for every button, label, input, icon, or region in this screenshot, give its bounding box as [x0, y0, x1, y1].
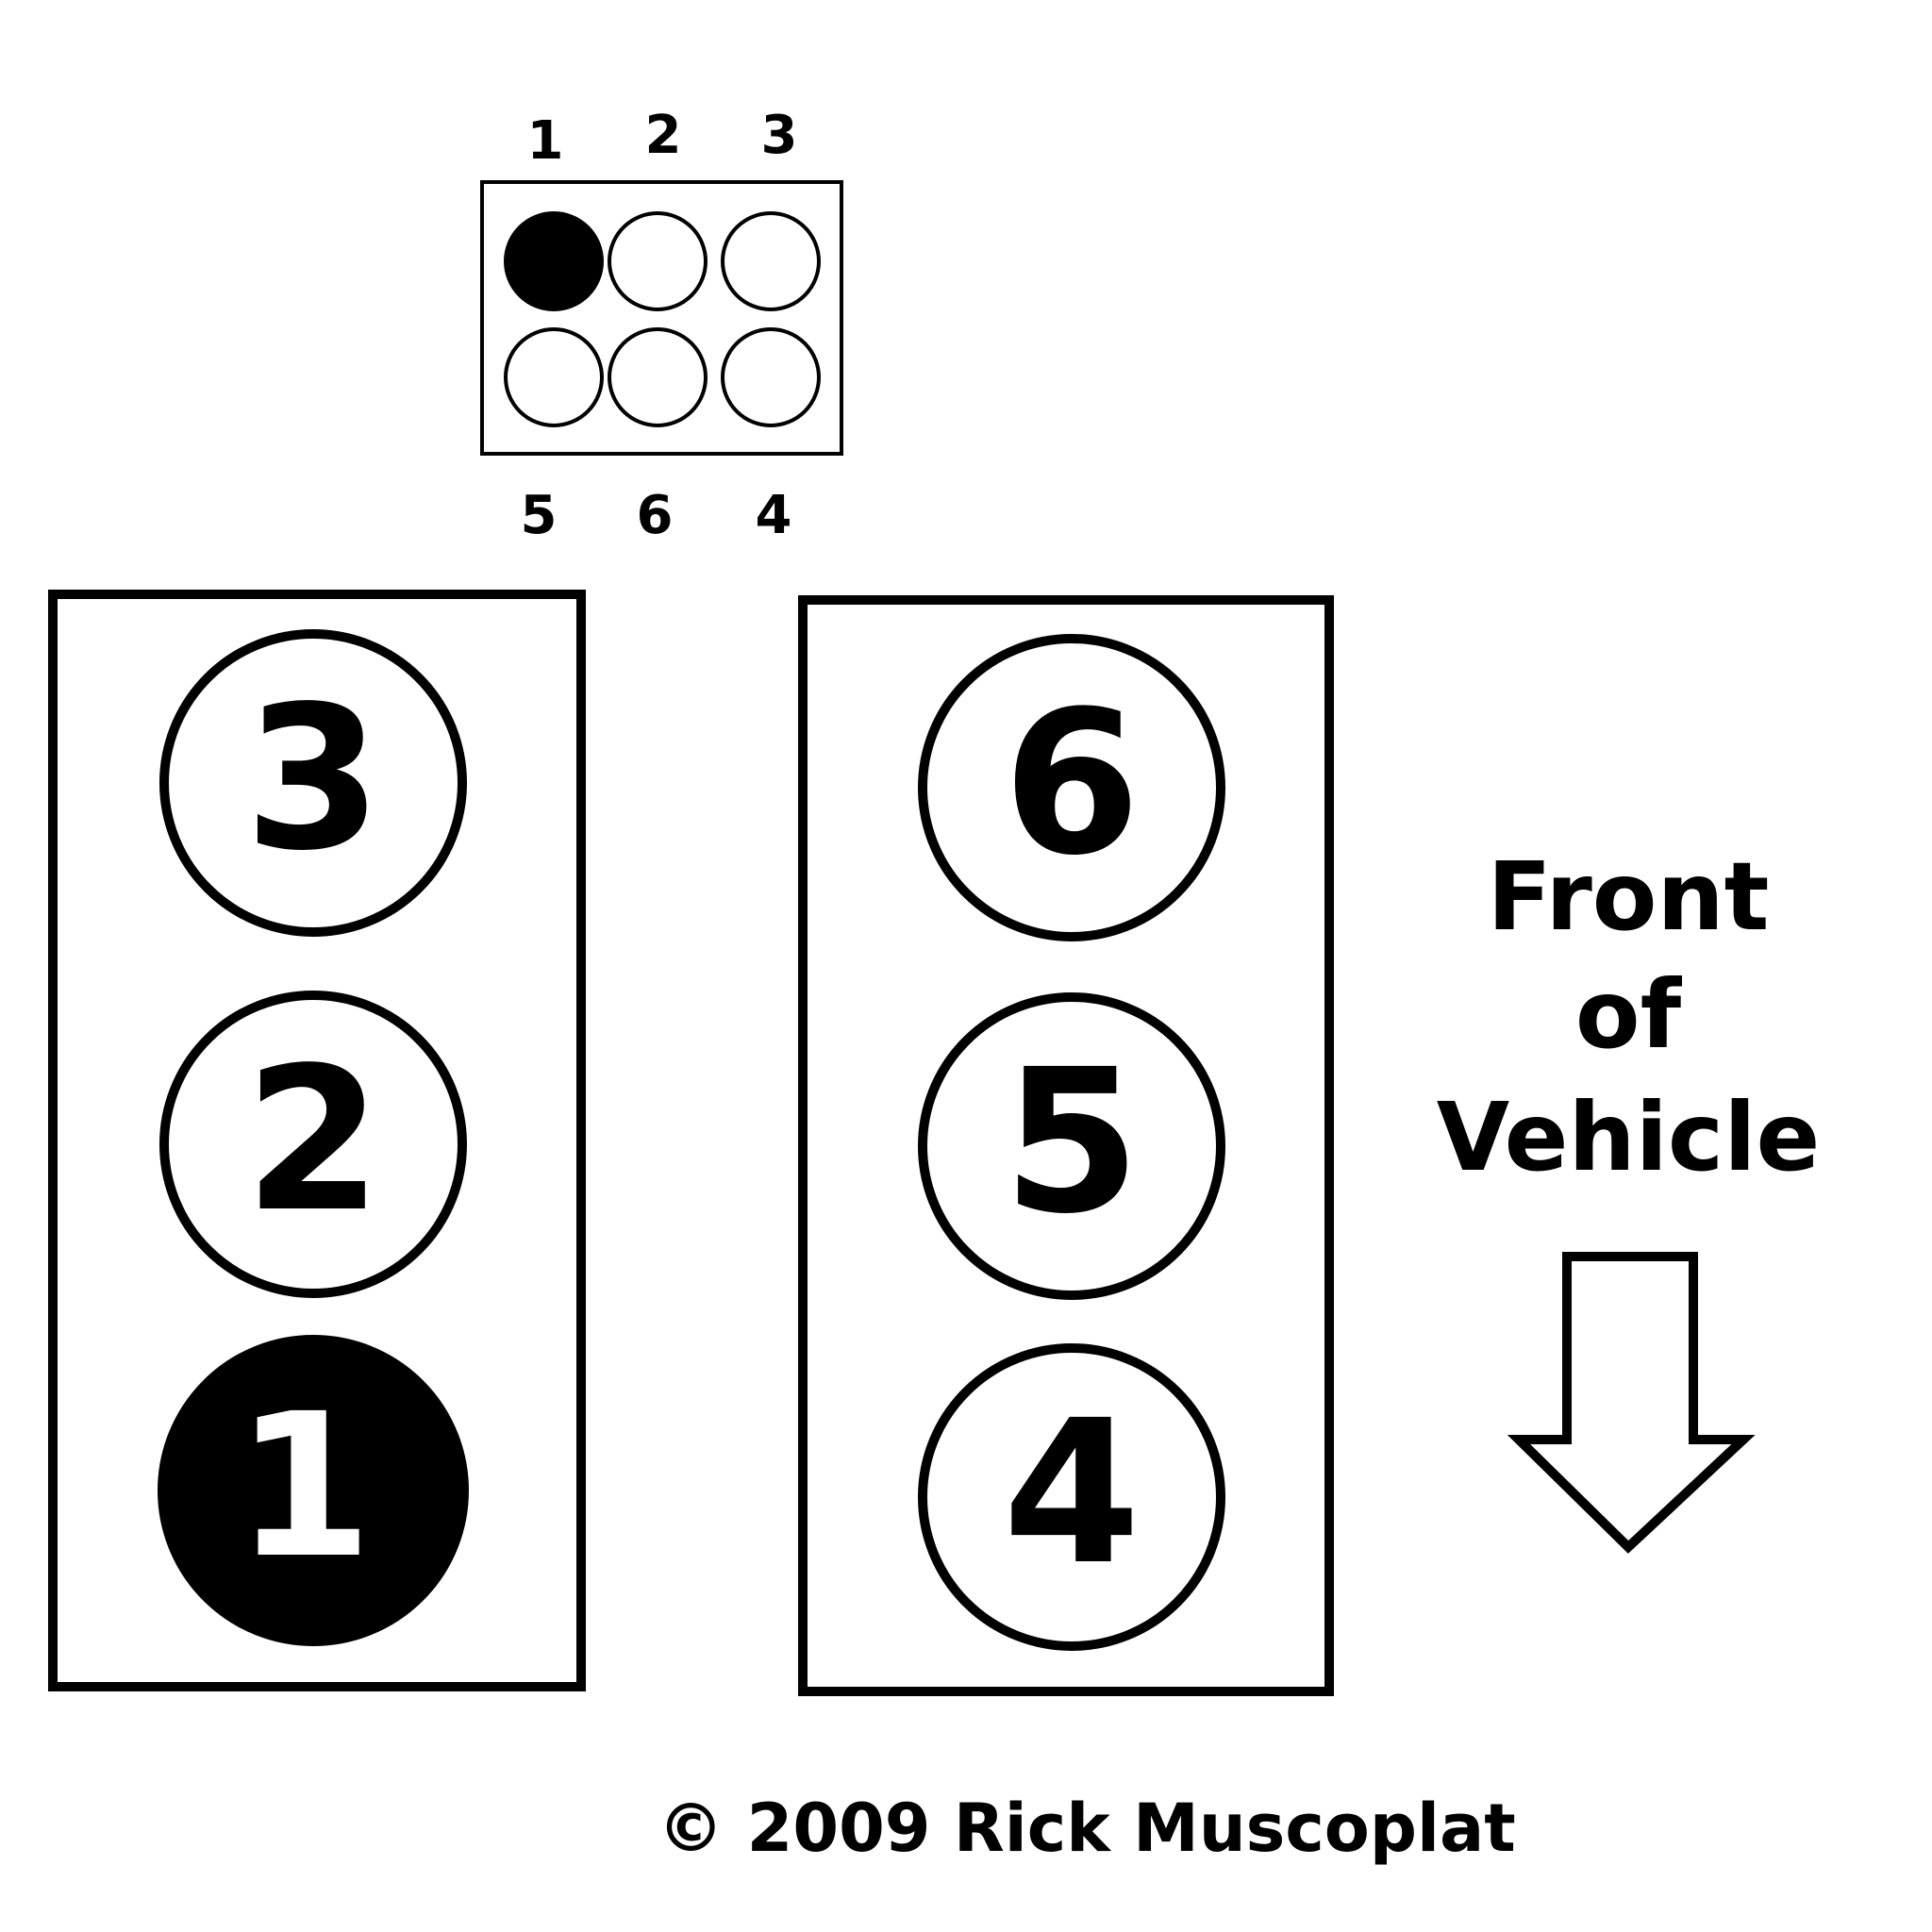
front-label-line-2: of — [1575, 959, 1683, 1070]
cylinder-2 — [159, 991, 467, 1298]
right-bank-outline — [798, 595, 1334, 1696]
coil-terminal-5 — [504, 327, 604, 427]
coil-label-top-3: 3 — [761, 105, 798, 166]
cylinder-6 — [918, 634, 1225, 941]
coil-terminal-2 — [608, 211, 708, 311]
cylinder-2-label: 2 — [244, 1024, 382, 1256]
coil-terminal-6 — [608, 327, 708, 427]
coil-terminal-4 — [721, 327, 821, 427]
copyright-notice: © 2009 Rick Muscoplat — [658, 1790, 1515, 1867]
down-arrow-icon — [1507, 1252, 1756, 1554]
coil-label-bottom-4: 4 — [756, 485, 792, 546]
coil-terminal-1 — [504, 211, 604, 311]
coil-label-top-1: 1 — [527, 110, 564, 172]
cylinder-5 — [918, 992, 1225, 1300]
cylinder-3-label: 3 — [244, 663, 382, 894]
right-bank: 6 5 4 — [798, 595, 1334, 1696]
cylinder-4-label: 4 — [1003, 1377, 1141, 1608]
front-label-line-1: Front — [1488, 841, 1770, 952]
cylinder-5-label: 5 — [1003, 1026, 1141, 1257]
coil-label-bottom-6: 6 — [637, 485, 674, 546]
cylinder-3 — [159, 629, 467, 937]
coil-terminal-3 — [721, 211, 821, 311]
coil-pack-outline — [480, 180, 843, 456]
cylinder-6-label: 6 — [1003, 668, 1141, 899]
left-bank-outline — [48, 590, 586, 1691]
cylinder-1-label: 1 — [235, 1371, 373, 1602]
left-bank: 3 2 1 — [48, 590, 586, 1691]
front-label-line-3: Vehicle — [1437, 1082, 1821, 1192]
coil-label-top-2: 2 — [645, 105, 682, 166]
coil-label-bottom-5: 5 — [521, 485, 558, 546]
coil-pack: 1 2 3 5 6 4 — [480, 105, 843, 546]
cylinder-1 — [158, 1335, 469, 1646]
front-of-vehicle-indicator: Front of Vehicle — [1437, 841, 1821, 1554]
cylinder-4 — [918, 1343, 1225, 1651]
